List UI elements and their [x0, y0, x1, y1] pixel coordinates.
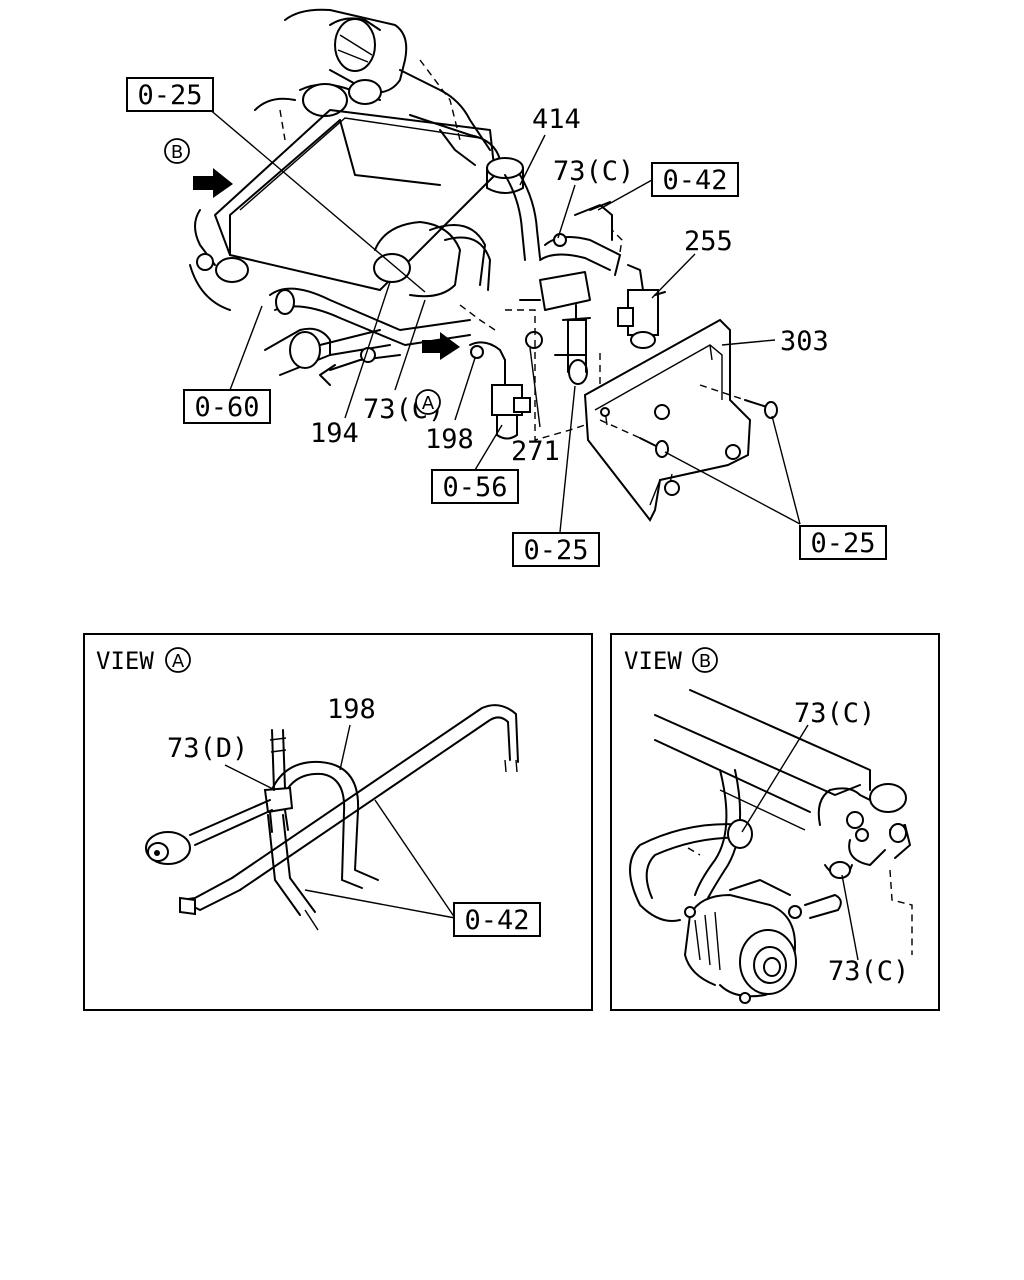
view-a-title: VIEW — [96, 647, 154, 675]
ref-box-0-25-right-text: 0-25 — [810, 528, 875, 559]
ref-box-0-56: 0-56 — [431, 469, 519, 504]
callout-194: 194 — [310, 418, 359, 449]
ref-box-0-60-text: 0-60 — [194, 392, 259, 423]
leader-lines — [207, 107, 801, 533]
ref-box-0-42-top-text: 0-42 — [662, 165, 727, 196]
view-marker-b: B — [164, 138, 190, 164]
view-marker-a: A — [415, 389, 441, 415]
view-b-callout-73c-bottom: 73(C) — [828, 956, 909, 987]
view-a-callout-198: 198 — [327, 694, 376, 725]
view-b-letter: B — [699, 651, 711, 672]
ref-box-0-42-top: 0-42 — [651, 162, 739, 197]
ref-box-0-25-top: 0-25 — [126, 77, 214, 112]
view-a-callout-73d: 73(D) — [167, 733, 248, 764]
callout-73c-top: 73(C) — [553, 156, 634, 187]
ref-box-0-56-text: 0-56 — [442, 472, 507, 503]
bolt-0-25-right — [699, 384, 778, 419]
callout-255: 255 — [684, 226, 733, 257]
ref-box-0-25-bottom: 0-25 — [512, 532, 600, 567]
view-b-panel: VIEW B — [610, 633, 940, 1011]
ref-box-0-25-bottom-text: 0-25 — [523, 535, 588, 566]
view-b-callout-73c-top: 73(C) — [794, 698, 875, 729]
callout-271: 271 — [511, 436, 560, 467]
svg-text:B: B — [171, 142, 183, 163]
callout-198: 198 — [425, 424, 474, 455]
view-a-letter: A — [172, 651, 185, 672]
ref-box-0-60: 0-60 — [183, 389, 271, 424]
view-b-title: VIEW — [624, 647, 682, 675]
ref-box-0-25-right: 0-25 — [799, 525, 887, 560]
callout-414: 414 — [532, 104, 581, 135]
svg-text:A: A — [422, 393, 435, 414]
bolt-0-25-center — [599, 419, 669, 458]
ref-box-0-25-top-text: 0-25 — [137, 80, 202, 111]
view-b-arrow-icon — [193, 168, 233, 198]
view-a-arrow-icon — [422, 332, 460, 360]
engine-assembly — [189, 8, 778, 522]
ref-box-0-42-view-a: 0-42 — [453, 902, 541, 937]
view-a-panel: VIEW A — [83, 633, 593, 1011]
ref-box-0-42-view-a-text: 0-42 — [464, 905, 529, 936]
callout-303: 303 — [780, 326, 829, 357]
